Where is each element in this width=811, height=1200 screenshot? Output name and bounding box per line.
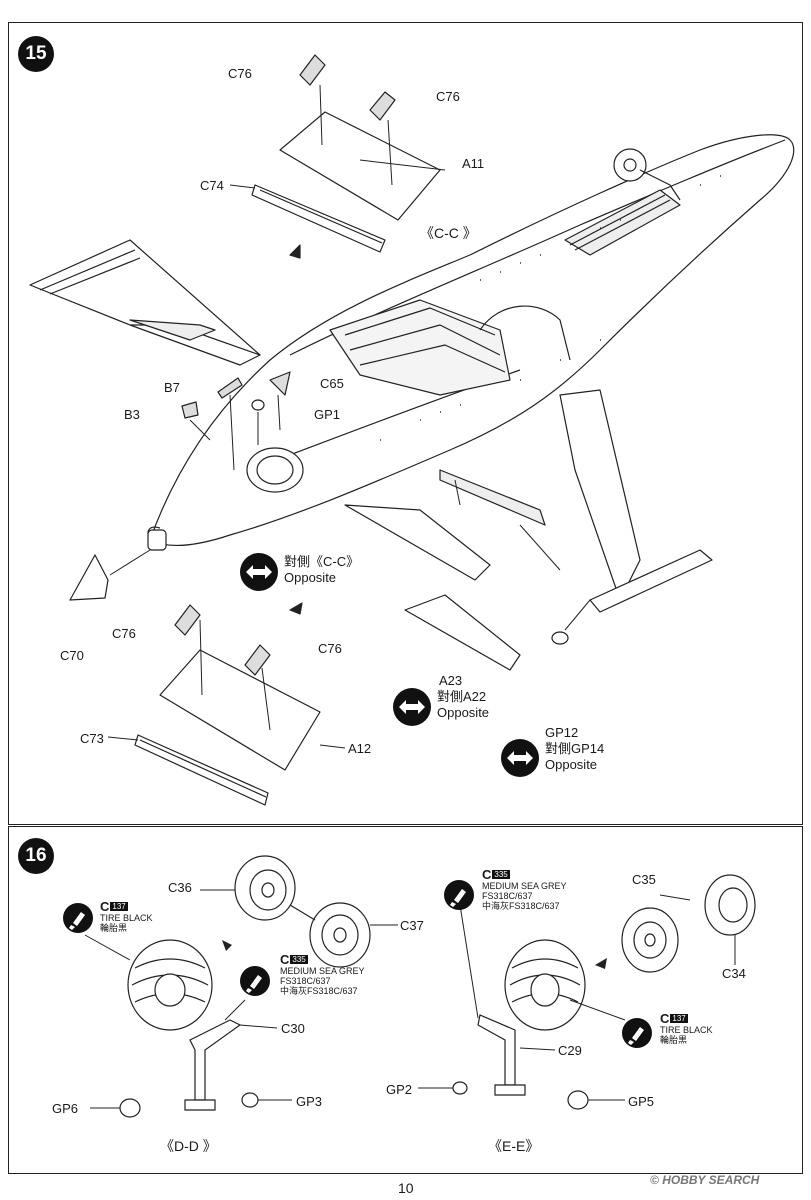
label-gp5: GP5: [628, 1094, 655, 1109]
view-label-c-c: 《C-C 》: [420, 225, 477, 241]
label-c73: C73: [80, 731, 104, 746]
label-c34: C34: [722, 966, 746, 981]
paint-name: MEDIUM SEA GREY: [280, 966, 365, 976]
label-a12: A12: [348, 741, 372, 756]
label-b7: B7: [164, 380, 180, 395]
paint-local-name: 輪胎黒: [100, 923, 128, 933]
page-number: 10: [398, 1180, 414, 1196]
paint-brush-icon: [240, 966, 270, 996]
paint-letter: C: [280, 952, 290, 967]
label-gp2: GP2: [386, 1082, 413, 1097]
paint-letter: C: [660, 1011, 670, 1026]
opposite-arrow-icon: [393, 688, 431, 726]
label-c76: C76: [112, 626, 136, 641]
step-15-panel: [8, 22, 803, 825]
opposite-arrow-icon: [240, 553, 278, 591]
opposite-arrow-icon: [501, 739, 539, 777]
label-c65: C65: [320, 376, 344, 391]
step-16-panel: [8, 826, 803, 1174]
paint-fs-code: FS318C/637: [280, 976, 331, 986]
opposite-gp14-note: 對側GP14 Opposite: [545, 741, 604, 773]
paint-name: MEDIUM SEA GREY: [482, 881, 567, 891]
step-15-badge: 15: [18, 36, 54, 72]
paint-name: TIRE BLACK: [100, 913, 153, 923]
label-c74: C74: [200, 178, 224, 193]
label-a23: A23: [439, 673, 463, 688]
label-c70: C70: [60, 648, 84, 663]
opposite-a22-line1: 對側A22: [437, 689, 487, 704]
label-c76: C76: [228, 66, 252, 81]
label-c36: C36: [168, 880, 192, 895]
paint-fs-code: FS318C/637: [482, 891, 533, 901]
step-16-badge: 16: [18, 838, 54, 874]
opposite-gp14-line1: 對側GP14: [545, 741, 605, 756]
label-c29: C29: [558, 1043, 582, 1058]
label-a11: A11: [462, 156, 485, 171]
paint-brush-icon: [63, 903, 93, 933]
step-15-drawing: [29, 54, 795, 806]
paint-local-name: 中海灰FS318C/637: [280, 986, 358, 996]
label-c76: C76: [318, 641, 342, 656]
label-gp3: GP3: [296, 1094, 323, 1109]
paint-letter: C: [482, 867, 492, 882]
label-c37: C37: [400, 918, 424, 933]
view-label-e-e: 《E-E》: [488, 1138, 540, 1154]
paint-letter: C: [100, 899, 110, 914]
watermark-logo-icon: ©: [650, 1173, 659, 1187]
watermark-text: HOBBY SEARCH: [662, 1173, 760, 1187]
paint-code: 137: [670, 1014, 688, 1023]
paint-brush-icon: [444, 880, 474, 910]
label-gp6: GP6: [52, 1101, 79, 1116]
watermark: © HOBBY SEARCH: [650, 1173, 759, 1187]
paint-brush-icon: [622, 1018, 652, 1048]
opposite-c-c-line2: Opposite: [284, 570, 337, 585]
opposite-gp14-line2: Opposite: [545, 757, 598, 772]
paint-code: 137: [110, 902, 128, 911]
label-b3: B3: [124, 407, 140, 422]
label-c76: C76: [436, 89, 460, 104]
label-gp1: GP1: [314, 407, 341, 422]
label-gp12: GP12: [545, 725, 579, 740]
paint-code: 335: [290, 955, 308, 964]
opposite-a22-line2: Opposite: [437, 705, 490, 720]
view-label-d-d: 《D-D 》: [160, 1138, 217, 1154]
opposite-a22-note: 對側A22 Opposite: [437, 689, 489, 721]
label-c30: C30: [281, 1021, 305, 1036]
paint-local-name: 輪胎黒: [660, 1035, 688, 1045]
paint-code: 335: [492, 870, 510, 879]
opposite-c-c-note: 對側《C-C》 Opposite: [284, 554, 359, 586]
paint-local-name: 中海灰FS318C/637: [482, 901, 560, 911]
opposite-c-c-line1: 對側《C-C》: [284, 554, 360, 569]
paint-name: TIRE BLACK: [660, 1025, 713, 1035]
label-c35: C35: [632, 872, 656, 887]
